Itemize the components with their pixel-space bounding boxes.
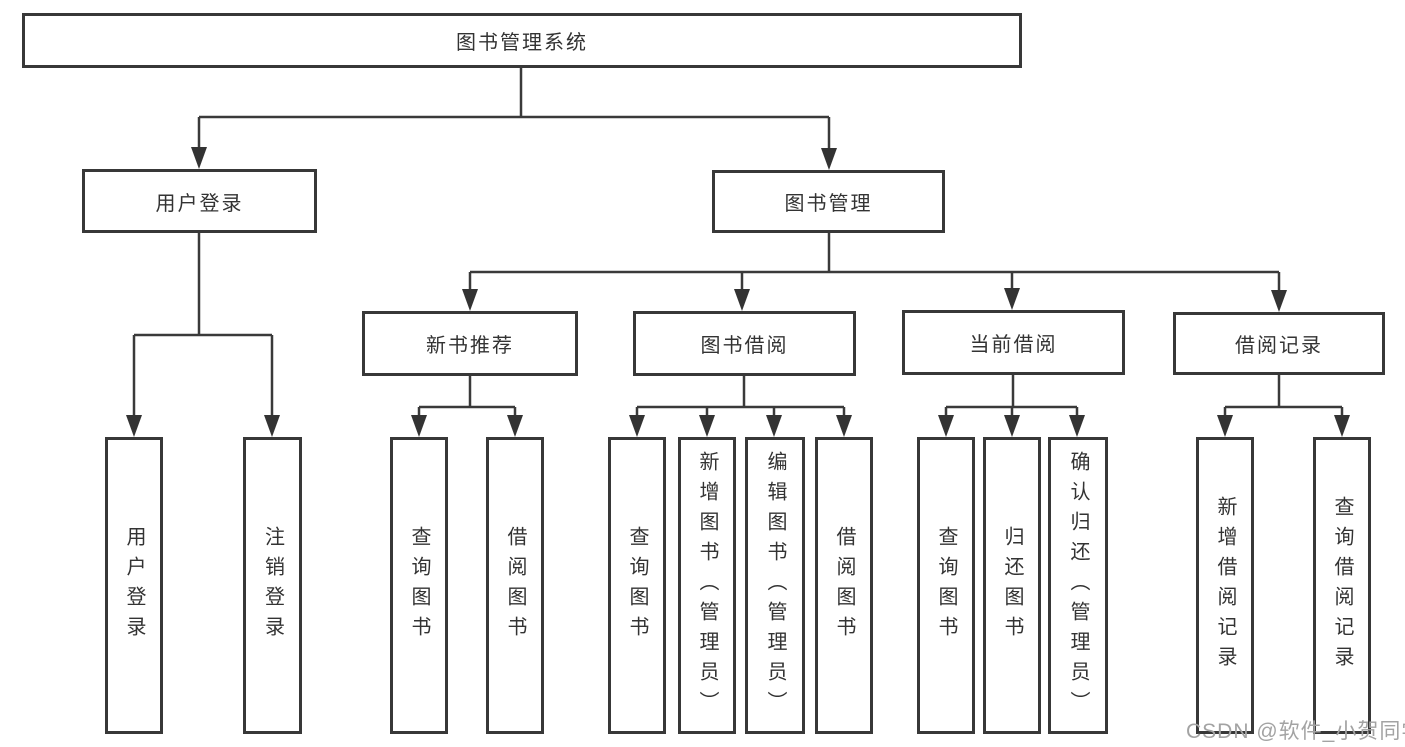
node-book-borrow: 图书借阅: [633, 311, 856, 376]
connector-root-to-level2: [191, 68, 837, 170]
leaf-borrow-borrow-books: 借阅图书: [815, 437, 873, 734]
node-current-borrow: 当前借阅: [902, 310, 1125, 375]
node-book-management: 图书管理: [712, 170, 945, 233]
node-book-borrow-label: 图书借阅: [700, 335, 789, 357]
node-new-book-recommend: 新书推荐: [362, 311, 578, 376]
connector-book-management-to-level3: [462, 233, 1287, 312]
leaf-recommend-query-books-label: 查询图书: [408, 525, 430, 646]
leaf-records-query-record: 查询借阅记录: [1313, 437, 1371, 734]
leaf-borrow-edit-books-admin-label: 编辑图书（管理员）: [764, 450, 786, 721]
leaf-current-return-books-label: 归还图书: [1001, 525, 1023, 646]
connector-current-borrow-children: [938, 375, 1085, 437]
leaf-user-login-label: 用户登录: [123, 525, 145, 646]
leaf-records-add-record: 新增借阅记录: [1196, 437, 1254, 734]
arrowhead-borrow-records: [1271, 290, 1287, 312]
node-book-management-label: 图书管理: [784, 193, 873, 215]
leaf-borrow-edit-books-admin: 编辑图书（管理员）: [745, 437, 805, 734]
leaf-current-query-books: 查询图书: [917, 437, 975, 734]
leaf-recommend-borrow-books-label: 借阅图书: [504, 525, 526, 646]
leaf-borrow-add-books-admin: 新增图书（管理员）: [678, 437, 736, 734]
leaf-logout-label: 注销登录: [261, 525, 284, 646]
leaf-borrow-query-books: 查询图书: [608, 437, 666, 734]
arrowhead-book-borrow: [734, 289, 750, 311]
node-user-login-label: 用户登录: [155, 192, 244, 215]
leaf-recommend-query-books: 查询图书: [390, 437, 448, 734]
leaf-current-confirm-return-admin-label: 确认归还（管理员）: [1067, 450, 1089, 721]
leaf-borrow-borrow-books-label: 借阅图书: [833, 525, 855, 646]
node-new-book-recommend-label: 新书推荐: [426, 335, 514, 357]
arrowhead-current-borrow: [1004, 288, 1020, 310]
node-borrow-records: 借阅记录: [1173, 312, 1385, 375]
arrowhead-user-login: [191, 147, 207, 169]
connector-book-borrow-children: [629, 375, 852, 437]
node-root-label: 图书管理系统: [456, 32, 588, 54]
leaf-logout: 注销登录: [243, 437, 302, 734]
leaf-borrow-query-books-label: 查询图书: [626, 525, 648, 646]
node-borrow-records-label: 借阅记录: [1235, 335, 1323, 357]
leaf-current-confirm-return-admin: 确认归还（管理员）: [1048, 437, 1108, 734]
node-root: 图书管理系统: [22, 13, 1022, 68]
csdn-watermark: CSDN @软件_小贺同学: [1186, 720, 1405, 743]
leaf-records-add-record-label: 新增借阅记录: [1214, 495, 1236, 676]
leaf-user-login: 用户登录: [105, 437, 163, 734]
arrowhead-new-book-recommend: [462, 289, 478, 311]
node-user-login: 用户登录: [82, 169, 317, 233]
leaf-borrow-add-books-admin-label: 新增图书（管理员）: [696, 450, 718, 721]
node-current-borrow-label: 当前借阅: [969, 334, 1058, 356]
connector-new-book-recommend-children: [411, 375, 523, 437]
leaf-current-query-books-label: 查询图书: [935, 525, 957, 646]
connector-user-login-children: [126, 233, 280, 437]
leaf-current-return-books: 归还图书: [983, 437, 1041, 734]
leaf-recommend-borrow-books: 借阅图书: [486, 437, 544, 734]
connector-borrow-records-children: [1217, 375, 1350, 437]
leaf-records-query-record-label: 查询借阅记录: [1331, 495, 1353, 676]
arrowhead-book-management: [821, 148, 837, 170]
